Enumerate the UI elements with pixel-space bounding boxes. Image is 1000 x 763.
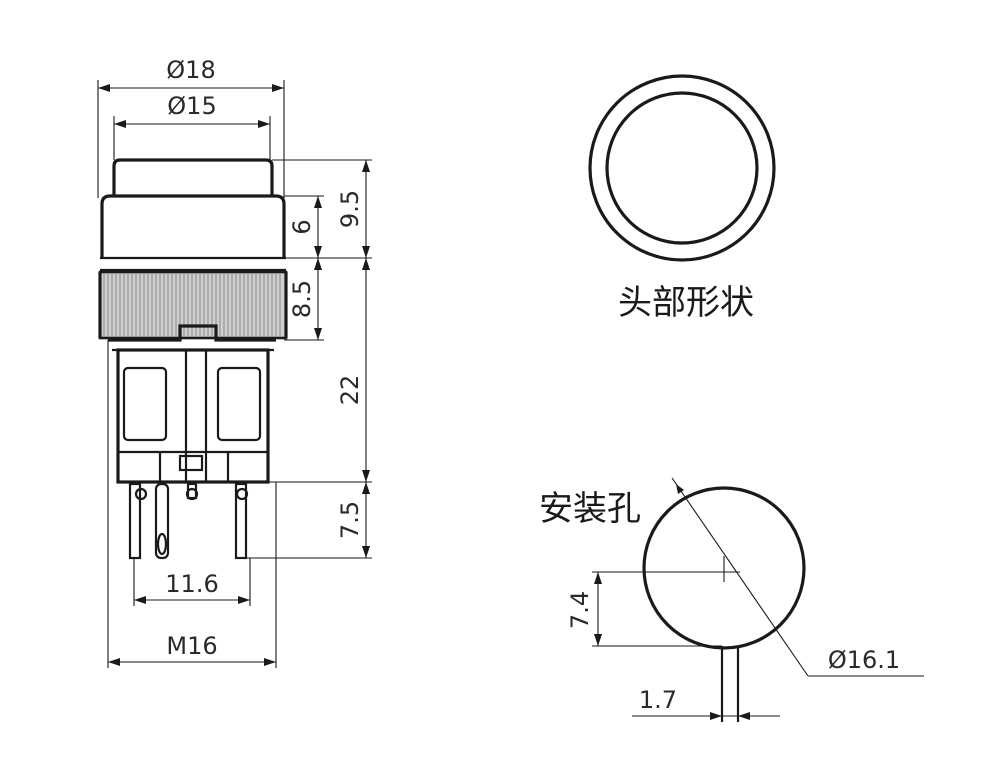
dim-head-height-label: 9.5 xyxy=(336,190,364,228)
head-shape-view: 头部形状 xyxy=(588,74,776,323)
dim-hole-diameter-label: Ø16.1 xyxy=(828,646,900,674)
dim-key-width-label: 1.7 xyxy=(639,686,677,714)
dim-terminal-pitch: 11.6 xyxy=(134,570,250,604)
dim-terminal-length: 7.5 xyxy=(336,482,370,558)
dim-cap-height-label: 6 xyxy=(288,219,316,234)
mount-hole-label: 安装孔 xyxy=(539,489,641,529)
dim-outer-diameter: Ø18 xyxy=(98,56,284,92)
switch-side-view xyxy=(98,158,288,560)
switch-bezel xyxy=(100,194,286,258)
dim-terminal-pitch-label: 11.6 xyxy=(165,570,218,598)
dim-cap-diameter: Ø15 xyxy=(114,92,270,128)
dim-head-height: 9.5 xyxy=(336,160,370,258)
dim-thread: M16 xyxy=(108,632,276,666)
switch-terminals xyxy=(128,482,249,560)
dim-body-height-label: 22 xyxy=(336,375,364,406)
side-view-extension-lines xyxy=(97,80,372,668)
switch-cap xyxy=(112,158,274,196)
switch-housing xyxy=(116,348,270,484)
mount-hole-circle xyxy=(642,486,806,650)
dim-flat-offset-label: 7.4 xyxy=(566,591,594,629)
mount-hole-view: 安装孔 Ø16.1 7.4 1.7 xyxy=(539,477,924,722)
dim-body-height: 22 xyxy=(336,258,370,482)
dim-outer-diameter-label: Ø18 xyxy=(166,56,215,84)
dim-cap-height: 6 xyxy=(288,196,322,258)
dim-collar-height: 8.5 xyxy=(288,258,322,340)
head-shape-label: 头部形状 xyxy=(618,283,754,323)
dim-cap-diameter-label: Ø15 xyxy=(167,92,216,120)
dim-collar-height-label: 8.5 xyxy=(288,280,316,318)
dim-terminal-length-label: 7.5 xyxy=(336,501,364,539)
dim-thread-label: M16 xyxy=(166,632,217,660)
